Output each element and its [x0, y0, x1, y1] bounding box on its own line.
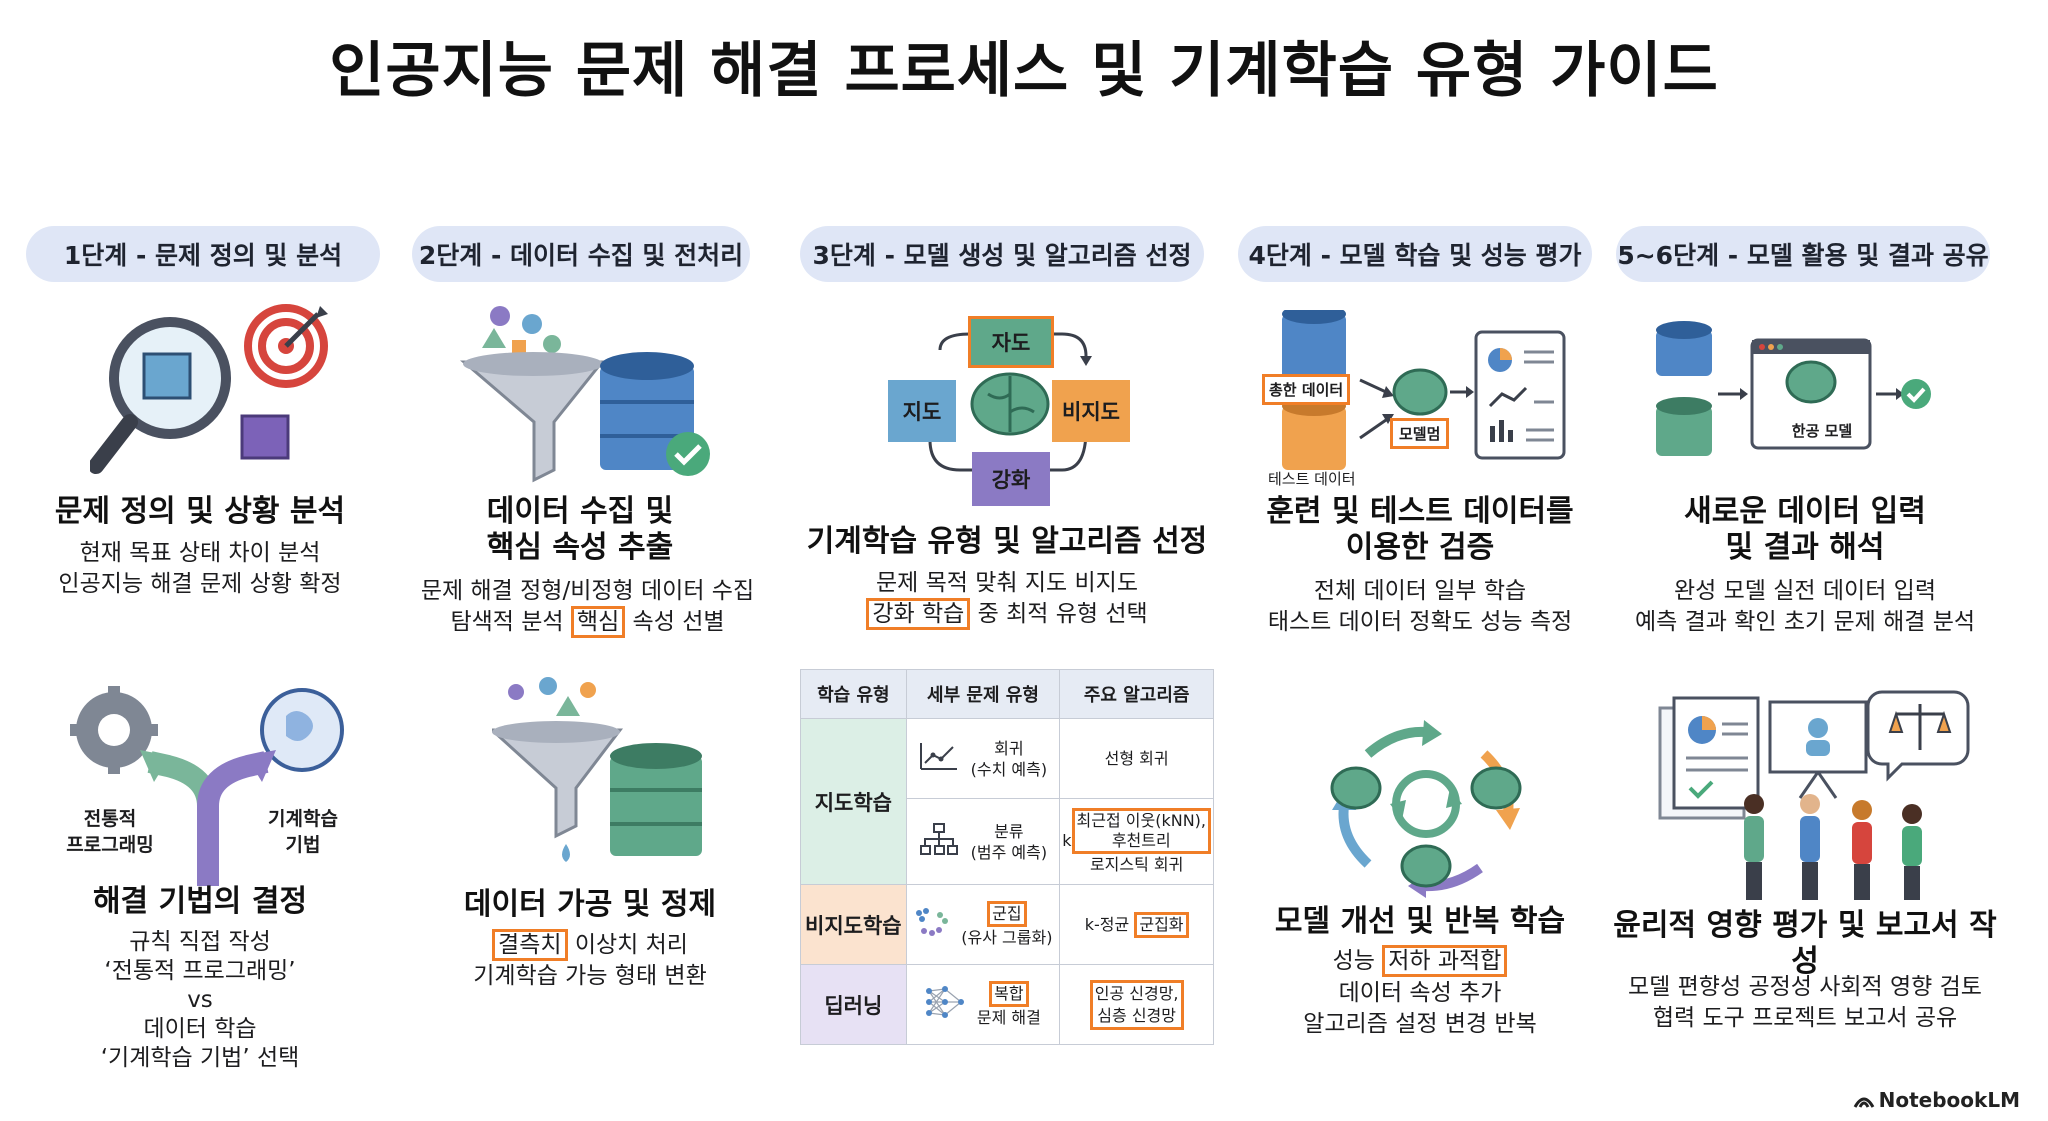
highlight-overfit: 저하 과적합 — [1382, 945, 1508, 977]
col2-top-line-1: 문제 해결 정형/비정형 데이터 수집 — [420, 578, 755, 604]
fork-right-label: 기계학습 기법 — [268, 808, 338, 856]
row-unsupervised-label: 비지도학습 — [800, 884, 907, 965]
magnifier-target-icon — [90, 304, 328, 474]
highlight-cluster: 군집 — [987, 901, 1027, 927]
highlight-neural: 인공 신경망, 심층 신경망 — [1089, 979, 1184, 1030]
step-1-pill: 1단계 - 문제 정의 및 분석 — [26, 226, 380, 282]
col2-top-title-2: 핵심 속성 추출 — [486, 530, 674, 565]
label-total-data: 총한 데이터 — [1262, 374, 1351, 405]
deploy-model-icon — [1656, 321, 1931, 456]
step-2-pill: 2단계 - 데이터 수집 및 전처리 — [412, 226, 750, 282]
col2-bottom-title: 데이터 가공 및 정제 — [463, 887, 717, 922]
col3-line-1: 문제 목적 맞춰 지도 비지도 — [875, 570, 1138, 596]
iteration-cycle-icon — [1330, 720, 1522, 898]
highlight-knn: 최근접 이웃(kNN), 후천트리 — [1071, 808, 1212, 854]
cell-regression: 회귀(수치 예측) — [905, 718, 1061, 799]
col1-bottom-line-1: 규칙 직접 작성 — [129, 929, 271, 955]
highlight-reinforcement: 강화 학습 — [866, 598, 971, 630]
cycle-unsupervised: 비지도 — [1052, 380, 1130, 442]
highlight-missing: 결측치 — [492, 929, 568, 961]
highlight-clustering: 군집화 — [1134, 911, 1189, 938]
col1-bottom-line-2: ‘전통적 프로그래밍’ — [104, 958, 296, 984]
col1-bottom-line-4: 데이터 학습 — [143, 1016, 257, 1042]
col2-bottom-line-1: 결측치 이상치 처리 — [420, 929, 760, 961]
fork-arrows-icon — [70, 686, 344, 886]
col4-top-line-1: 전체 데이터 일부 학습 — [1313, 578, 1527, 604]
funnel-refine-icon — [492, 677, 702, 862]
row-supervised-label: 지도학습 — [800, 718, 907, 885]
cluster-dots-icon — [914, 907, 950, 942]
notebooklm-brand: NotebookLM — [1853, 1088, 2020, 1114]
fork-left-label: 전통적 프로그래밍 — [66, 808, 154, 856]
row-deep-learning-label: 딥러닝 — [800, 964, 907, 1045]
col1-bottom-line-5: ‘기계학습 기법’ 선택 — [100, 1045, 300, 1071]
cell-clustering: 군집(유사 그룹화) — [905, 884, 1061, 965]
step-4-pill: 4단계 - 모델 학습 및 성능 평가 — [1238, 226, 1592, 282]
col4-top-line-2: 태스트 데이터 정확도 성능 측정 — [1267, 609, 1573, 635]
col3-title: 기계학습 유형 및 알고리즘 선정 — [806, 524, 1208, 559]
table-header-problem: 세부 문제 유형 — [905, 669, 1061, 719]
col4-bottom-line-2: 데이터 속성 추가 — [1338, 980, 1502, 1006]
page-title: 인공지능 문제 해결 프로세스 및 기계학습 유형 가이드 — [329, 36, 1719, 106]
col2-bottom-line-2: 기계학습 가능 형태 변환 — [473, 963, 707, 989]
cycle-reinforcement: 강화 — [972, 452, 1050, 506]
col4-top-title-2: 이용한 검증 — [1345, 530, 1495, 565]
col2-top-line-2: 탐색적 분석 핵심 속성 선별 — [415, 606, 760, 638]
funnel-database-icon — [460, 306, 710, 483]
col1-top-line-2: 인공지능 해결 문제 상황 확정 — [58, 571, 342, 597]
label-model: 모델멈 — [1390, 418, 1450, 449]
cell-complex-algo: 인공 신경망, 심층 신경망 — [1059, 964, 1214, 1045]
table-header-type: 학습 유형 — [800, 669, 907, 719]
tree-diagram-icon — [919, 822, 959, 861]
col1-bottom-title: 해결 기법의 결정 — [92, 884, 308, 919]
col5-bottom-line-2: 협력 도구 프로젝트 보고서 공유 — [1652, 1005, 1958, 1031]
neural-network-icon — [925, 985, 965, 1024]
step-5-6-pill: 5~6단계 - 모델 활용 및 결과 공유 — [1616, 226, 1990, 282]
col4-bottom-title: 모델 개선 및 반복 학습 — [1274, 904, 1566, 939]
train-test-icon — [1282, 310, 1566, 470]
label-final-model: 한공 모델 — [1791, 422, 1853, 440]
col5-bottom-line-1: 모델 편향성 공정성 사회적 영향 검토 — [1628, 974, 1982, 1000]
col5-bottom-title: 윤리적 영향 평가 및 보고서 작성 — [1613, 908, 1997, 979]
col5-top-line-1: 완성 모델 실전 데이터 입력 — [1673, 578, 1936, 604]
col1-bottom-line-3: vs — [187, 987, 213, 1013]
col2-top-title-1: 데이터 수집 및 — [486, 494, 674, 529]
notebooklm-logo-icon — [1853, 1090, 1875, 1114]
col1-top-line-1: 현재 목표 상태 차이 분석 — [79, 540, 321, 566]
highlight-core: 핵심 — [570, 606, 626, 638]
cycle-self-supervised: 자도 — [968, 316, 1054, 368]
table-header-algorithm: 주요 알고리즘 — [1059, 669, 1214, 719]
cell-regression-algo: 선형 회귀 — [1059, 718, 1214, 799]
col3-line-2: 강화 학습 중 최적 유형 선택 — [800, 598, 1214, 630]
line-chart-icon — [919, 741, 959, 776]
ml-types-table: 학습 유형 세부 문제 유형 주요 알고리즘 지도학습 회귀(수치 예측) 선형… — [800, 669, 1214, 1045]
col4-bottom-line-1: 성능 저하 과적합 — [1240, 945, 1600, 977]
cell-classification: 분류(범주 예측) — [905, 798, 1061, 885]
label-test-data: 테스트 데이터 — [1268, 470, 1356, 488]
col5-top-title-2: 및 결과 해석 — [1725, 530, 1885, 565]
col5-top-line-2: 예측 결과 확인 초기 문제 해결 분석 — [1634, 609, 1976, 635]
col1-top-title: 문제 정의 및 상황 분석 — [54, 494, 346, 529]
col5-top-title-1: 새로운 데이터 입력 — [1684, 494, 1926, 529]
col4-top-title-1: 훈련 및 테스트 데이터를 — [1266, 494, 1574, 529]
col4-bottom-line-3: 알고리즘 설정 변경 반복 — [1303, 1011, 1537, 1037]
ethics-report-icon — [1658, 690, 1970, 900]
cell-clustering-algo: k-정균 군집화 — [1059, 884, 1214, 965]
highlight-complex: 복합 — [989, 981, 1029, 1007]
step-3-pill: 3단계 - 모델 생성 및 알고리즘 선정 — [800, 226, 1204, 282]
cycle-supervised: 지도 — [888, 380, 956, 442]
